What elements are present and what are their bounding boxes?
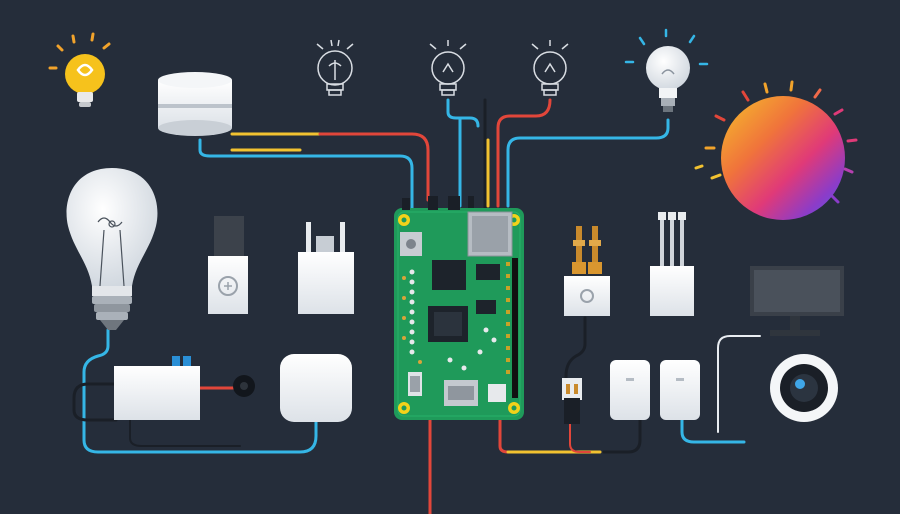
large-led-bulb xyxy=(66,168,158,330)
wire-sensor-black xyxy=(564,316,587,402)
wire-top-blue xyxy=(446,98,480,128)
wire-hub-red xyxy=(318,132,430,202)
wire-sensor-orange xyxy=(569,399,591,453)
wire-hub-blue xyxy=(198,138,414,212)
outline-bulb-icon xyxy=(316,39,569,96)
wire-camera-blue xyxy=(680,418,746,444)
probe-sensor xyxy=(650,212,694,316)
idea-bulb-icon xyxy=(48,32,111,107)
smart-hub xyxy=(158,72,232,136)
monitor xyxy=(750,266,844,336)
wires xyxy=(72,98,761,514)
relay-module xyxy=(114,356,200,420)
wire-right-blue xyxy=(506,118,670,208)
usb-dongle xyxy=(208,216,248,314)
gradient-orb xyxy=(694,80,858,220)
wire-monitor-white xyxy=(717,335,761,433)
security-camera xyxy=(770,354,838,422)
plug-connector xyxy=(562,378,582,424)
wire-top-red xyxy=(496,98,552,208)
raspberry-pi-board xyxy=(394,196,524,420)
door-sensor xyxy=(610,360,700,420)
wire-relay-black2 xyxy=(129,419,241,447)
power-adapter xyxy=(298,222,354,314)
wire-door-black xyxy=(602,418,642,454)
glowing-bulb-icon xyxy=(624,28,709,112)
wire-bulb-blue xyxy=(82,328,318,454)
wire-relay-black xyxy=(72,382,118,422)
square-hub xyxy=(280,354,352,422)
buzzer xyxy=(233,375,255,397)
brass-pin-sensor xyxy=(564,226,610,316)
